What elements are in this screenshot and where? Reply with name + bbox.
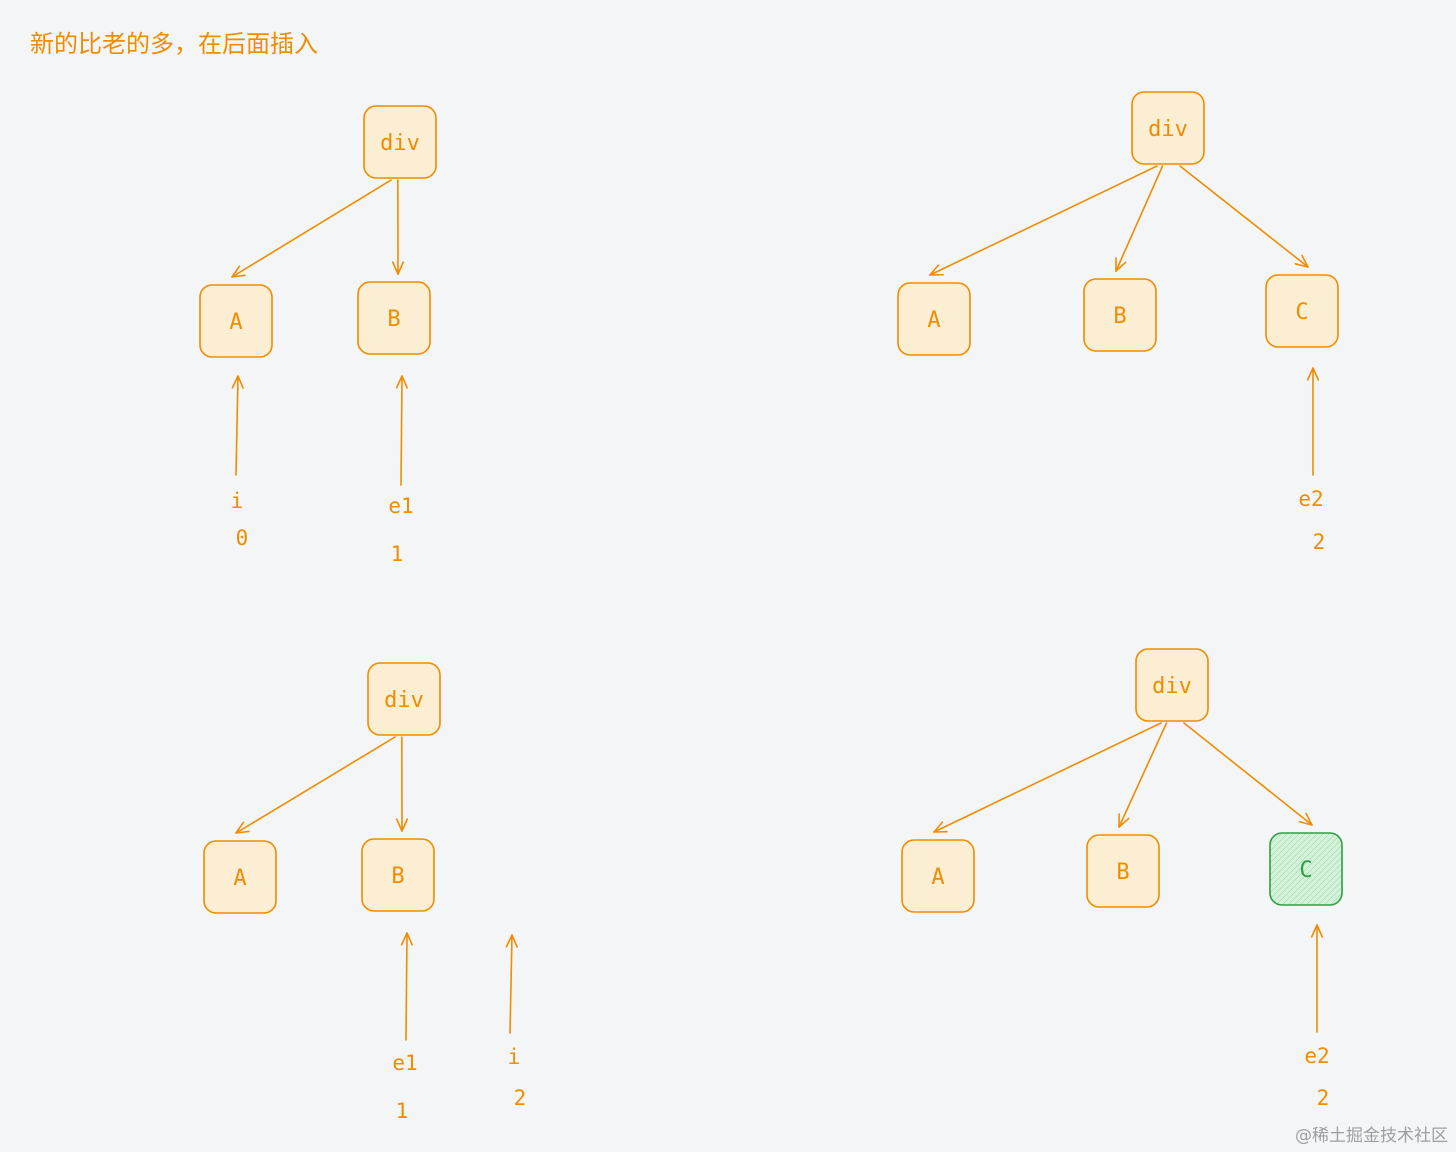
node-root-div-label: div [384, 688, 424, 713]
pointer-arrow-i [231, 375, 244, 476]
node-b: B [357, 281, 431, 355]
node-a: A [897, 282, 971, 356]
node-b-label: B [391, 864, 404, 889]
pointer-value-i: 2 [514, 1086, 527, 1110]
node-root-div: div [1131, 91, 1205, 165]
edge-div-to-C [1179, 165, 1309, 268]
edge-div-to-B [1118, 722, 1168, 828]
node-root-div-label: div [1148, 117, 1188, 142]
node-c-label: C [1295, 300, 1308, 325]
edge-div-to-A [235, 736, 396, 834]
node-b: B [1083, 278, 1157, 352]
node-root-div: div [367, 662, 441, 736]
node-a-label: A [229, 310, 242, 335]
node-a-label: A [233, 866, 246, 891]
edge-div-to-A [933, 722, 1162, 833]
node-root-div: div [1135, 648, 1209, 722]
edge-div-to-A [231, 179, 392, 278]
node-a-label: A [927, 308, 940, 333]
edge-div-to-B [391, 179, 405, 275]
pointer-arrow-e2 [1306, 367, 1320, 476]
node-a-label: A [931, 865, 944, 890]
pointer-value-i: 0 [236, 526, 249, 550]
pointer-name-i: i [231, 489, 244, 513]
edge-div-to-C [1183, 722, 1313, 826]
node-b-label: B [1113, 304, 1126, 329]
node-root-div-label: div [380, 131, 420, 156]
diagram-title: 新的比老的多，在后面插入 [30, 30, 318, 58]
node-b-label: B [387, 307, 400, 332]
edge-div-to-A [929, 165, 1158, 276]
node-root-div-label: div [1152, 674, 1192, 699]
watermark: @稀土掘金技术社区 [1295, 1126, 1448, 1146]
pointer-arrow-i [505, 934, 518, 1034]
pointer-arrow-e1 [395, 375, 408, 486]
node-a: A [199, 284, 273, 358]
edge-div-to-B [395, 736, 409, 832]
pointer-arrow-e2 [1310, 924, 1324, 1033]
node-b-label: B [1116, 860, 1129, 885]
edge-div-to-B [1115, 165, 1164, 272]
pointer-name-e1: e1 [388, 494, 413, 518]
pointer-name-e2: e2 [1304, 1044, 1329, 1068]
node-c: C [1265, 274, 1339, 348]
node-root-div: div [363, 105, 437, 179]
pointer-value-e2: 2 [1317, 1086, 1330, 1110]
pointer-arrow-e1 [400, 932, 413, 1041]
node-b: B [1086, 834, 1160, 908]
pointer-name-i: i [508, 1045, 521, 1069]
pointer-name-e2: e2 [1298, 487, 1323, 511]
pointer-name-e1: e1 [392, 1051, 417, 1075]
node-b: B [361, 838, 435, 912]
node-a: A [901, 839, 975, 913]
pointer-value-e2: 2 [1313, 530, 1326, 554]
node-a: A [203, 840, 277, 914]
node-c: C [1269, 832, 1343, 906]
pointer-value-e1: 1 [391, 542, 404, 566]
hatch-fill [1270, 833, 1342, 905]
node-c-label: C [1299, 858, 1312, 883]
pointer-value-e1: 1 [396, 1099, 409, 1123]
